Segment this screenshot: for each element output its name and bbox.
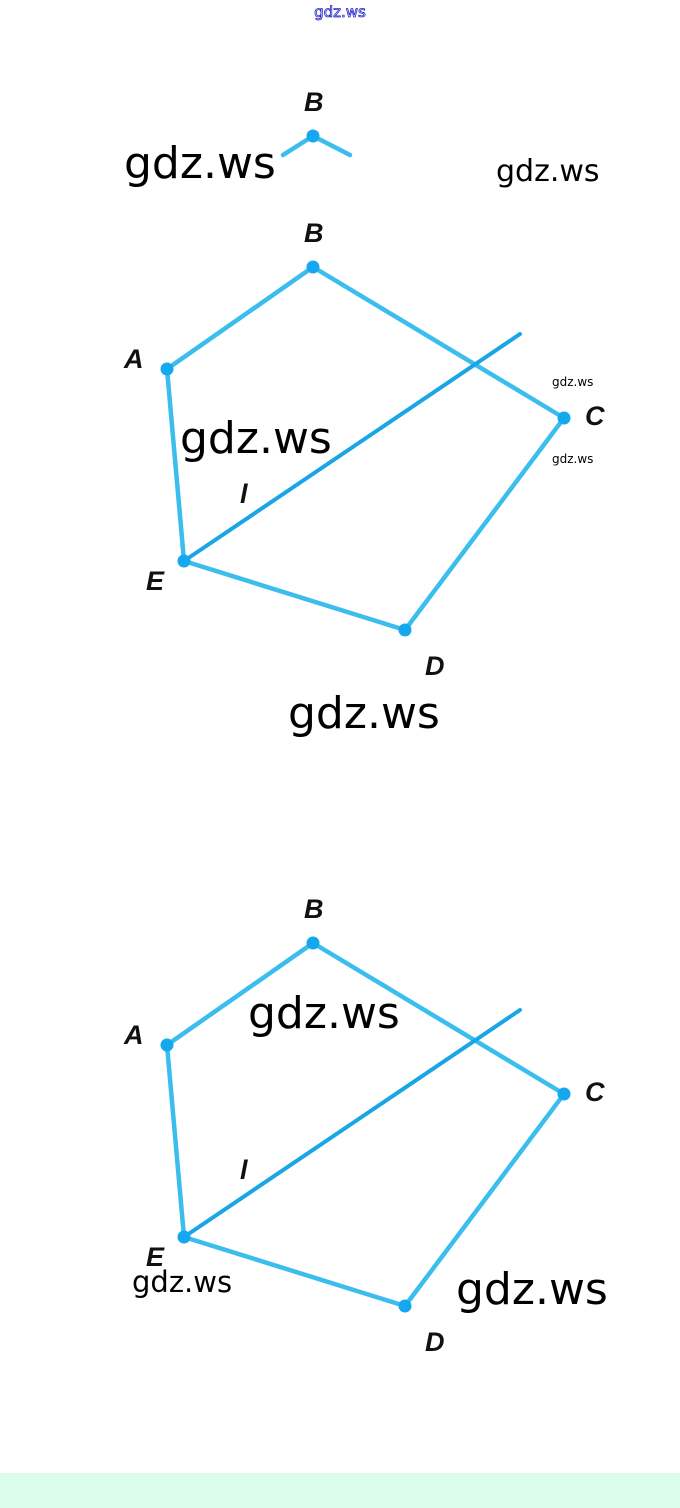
pentagon-diagram-2: l A B C D E [123,894,605,1357]
label-b: B [304,218,324,248]
fragment-edge-right [310,133,353,158]
label-c: C [585,1077,605,1107]
footer-bar [0,1473,680,1508]
edge-de [181,1234,408,1309]
edge-bc [310,940,567,1097]
label-b: B [304,894,324,924]
point-a [160,1038,174,1052]
line-l [182,1008,522,1239]
label-a: A [123,344,144,374]
edge-cd [402,415,567,633]
label-a: A [123,1020,144,1050]
edge-ea [164,366,187,564]
point-a [160,362,174,376]
label-d: D [425,651,445,681]
point-b [306,936,320,950]
point-e [177,1230,191,1244]
watermark: gdz.ws [552,375,593,389]
label-e: E [146,566,165,596]
watermark: gdz.ws [180,413,332,464]
point-b [306,129,320,143]
point-c [557,411,571,425]
line-l [182,332,522,563]
edge-bc [310,264,567,421]
watermark: gdz.ws [288,688,440,739]
point-b [306,260,320,274]
point-e [177,554,191,568]
edge-ea [164,1042,187,1240]
label-d: D [425,1327,445,1357]
edge-de [181,558,408,633]
header-watermark: gdz.ws [314,3,366,21]
fragment-diagram: B [280,87,353,158]
watermarks: gdz.ws gdz.ws gdz.ws gdz.ws gdz.ws gdz.w… [124,138,608,1315]
point-c [557,1087,571,1101]
edge-ab [164,264,316,372]
pentagon-diagram-1: l A B C D E [123,218,605,681]
label-b: B [304,87,324,117]
label-c: C [585,401,605,431]
label-line-l: l [240,1155,248,1185]
edge-cd [402,1091,567,1309]
watermark: gdz.ws [456,1264,608,1315]
watermark: gdz.ws [552,452,593,466]
point-d [398,623,412,637]
point-d [398,1299,412,1313]
watermark: gdz.ws [496,154,600,189]
label-line-l: l [240,479,248,509]
label-e: E [146,1242,165,1272]
watermark: gdz.ws [124,138,276,189]
edge-ab [164,940,316,1048]
watermark: gdz.ws [132,1265,232,1299]
watermark: gdz.ws [248,988,400,1039]
